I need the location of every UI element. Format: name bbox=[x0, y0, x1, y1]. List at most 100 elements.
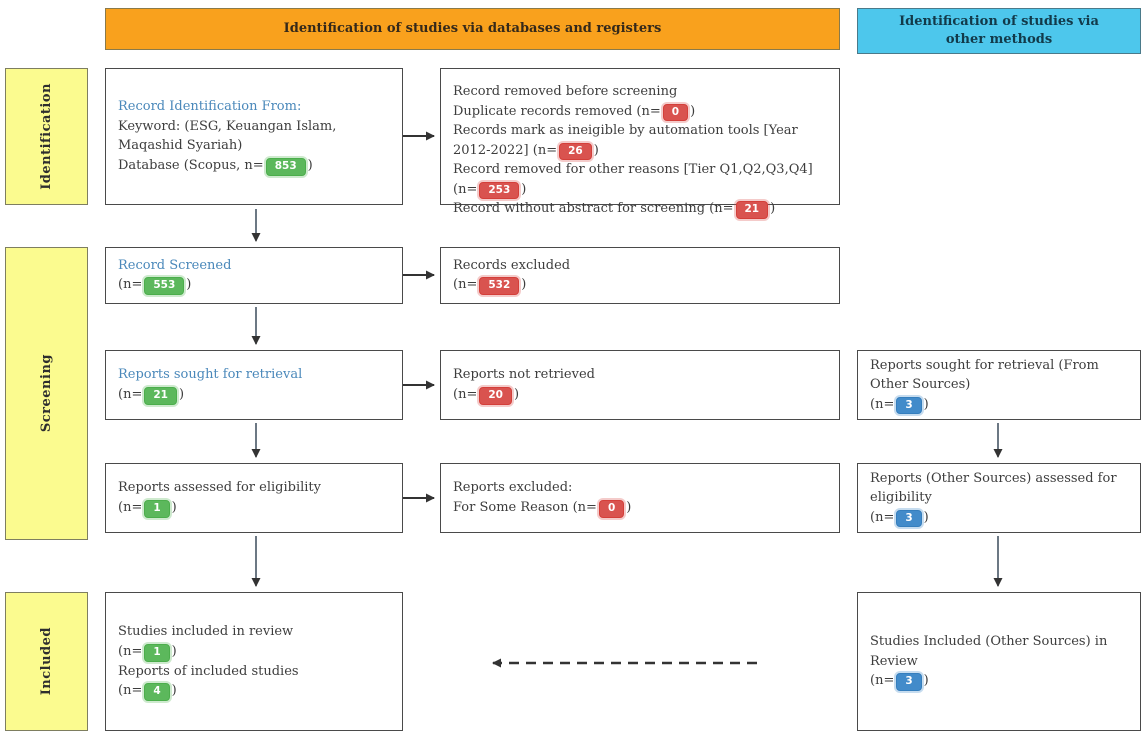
database-line-text: Database (Scopus, n= bbox=[118, 157, 264, 173]
count-badge-green: 4 bbox=[144, 683, 170, 701]
count-line: (n=532) bbox=[453, 275, 827, 296]
count-line-close: ) bbox=[513, 386, 520, 402]
box-title: Record Identification From: bbox=[118, 99, 302, 115]
count-line: (n=3) bbox=[870, 395, 1128, 415]
database-line: Database (Scopus, n=853) bbox=[118, 156, 390, 176]
count-badge-blue: 3 bbox=[896, 396, 922, 415]
count-badge-green: 1 bbox=[144, 499, 170, 518]
box-title: Reports assessed for eligibility bbox=[118, 480, 321, 496]
count-line: (n=4) bbox=[118, 681, 390, 701]
exclusion-item-close: ) bbox=[593, 142, 599, 158]
count-line: (n=3) bbox=[870, 508, 1128, 528]
exclusion-item: Record without abstract for screening (n… bbox=[453, 199, 827, 219]
count-line: (n=3) bbox=[870, 671, 1128, 691]
box-title: Reports (Other Sources) assessed for eli… bbox=[870, 470, 1117, 506]
header-other-methods-label: Identification of studies via other meth… bbox=[899, 14, 1099, 47]
stage-identification-label: Identification bbox=[39, 83, 54, 190]
header-databases-registers: Identification of studies via databases … bbox=[105, 8, 840, 50]
count-badge-green: 1 bbox=[144, 643, 170, 662]
exclusion-item-text: Records mark as ineigible by automation … bbox=[453, 123, 798, 158]
stage-included-label: Included bbox=[39, 627, 54, 696]
box-title: Records excluded bbox=[453, 257, 571, 273]
box-reports-excluded: Reports excluded: For Some Reason (n=0) bbox=[440, 463, 840, 533]
box-studies-included: Studies included in review (n=1) Reports… bbox=[105, 592, 403, 731]
count-line-text: (n= bbox=[870, 673, 895, 689]
keyword-line: Keyword: (ESG, Keuangan Islam, Maqashid … bbox=[118, 118, 337, 154]
box-removed-before-screening: Record removed before screening Duplicat… bbox=[440, 68, 840, 219]
count-line-text: (n= bbox=[870, 396, 895, 412]
box-record-screened: Record Screened (n=553) bbox=[105, 247, 403, 304]
count-badge-red: 253 bbox=[479, 181, 520, 200]
count-line-text: For Some Reason (n= bbox=[453, 499, 597, 515]
count-badge-blue: 3 bbox=[896, 673, 922, 691]
count-line-text: (n= bbox=[118, 277, 143, 293]
header-other-methods: Identification of studies via other meth… bbox=[857, 8, 1141, 54]
box-studies-included-other: Studies Included (Other Sources) in Revi… bbox=[857, 592, 1141, 731]
exclusion-item: Records mark as ineigible by automation … bbox=[453, 121, 827, 161]
box-reports-sought-other: Reports sought for retrieval (From Other… bbox=[857, 350, 1141, 420]
count-line-close: ) bbox=[178, 386, 185, 402]
stage-included: Included bbox=[5, 592, 88, 731]
exclusion-item-text: Record removed for other reasons [Tier Q… bbox=[453, 162, 813, 197]
box-reports-assessed-other: Reports (Other Sources) assessed for eli… bbox=[857, 463, 1141, 533]
count-line: For Some Reason (n=0) bbox=[453, 498, 827, 518]
count-badge-red: 20 bbox=[479, 386, 512, 405]
exclusion-item-close: ) bbox=[770, 201, 776, 217]
count-line-close: ) bbox=[626, 499, 632, 515]
count-line-text: (n= bbox=[118, 643, 143, 659]
box-reports-not-retrieved: Reports not retrieved (n=20) bbox=[440, 350, 840, 420]
studies-line: Studies included in review bbox=[118, 624, 294, 640]
box-reports-sought: Reports sought for retrieval (n=21) bbox=[105, 350, 403, 420]
header-databases-registers-label: Identification of studies via databases … bbox=[283, 21, 662, 37]
box-record-identification: Record Identification From: Keyword: (ES… bbox=[105, 68, 403, 205]
box-title: Reports sought for retrieval (From Other… bbox=[870, 357, 1099, 393]
count-badge-blue: 3 bbox=[896, 509, 922, 528]
count-badge-green: 21 bbox=[144, 386, 177, 405]
box-records-excluded: Records excluded (n=532) bbox=[440, 247, 840, 304]
count-line-text: (n= bbox=[453, 386, 478, 402]
count-line-close: ) bbox=[171, 683, 177, 698]
count-line-text: (n= bbox=[118, 386, 143, 402]
count-line-close: ) bbox=[186, 277, 192, 293]
exclusion-item: Duplicate records removed (n=0) bbox=[453, 102, 827, 122]
count-line-close: ) bbox=[171, 499, 177, 515]
exclusion-item-text: Duplicate records removed (n= bbox=[453, 103, 661, 119]
reports-line: Reports of included studies bbox=[118, 663, 299, 679]
count-line-close: ) bbox=[923, 673, 929, 689]
count-line: (n=21) bbox=[118, 385, 390, 405]
count-line-close: ) bbox=[923, 396, 929, 412]
count-line-close: ) bbox=[521, 277, 527, 293]
count-line: (n=1) bbox=[118, 498, 390, 518]
count-badge-red: 0 bbox=[662, 103, 689, 122]
count-line-text: (n= bbox=[453, 277, 478, 293]
count-line: (n=20) bbox=[453, 385, 827, 405]
count-line-text: (n= bbox=[118, 499, 143, 515]
box-title: Reports not retrieved bbox=[453, 367, 595, 383]
count-line-close: ) bbox=[923, 509, 929, 525]
box-title: Record Screened bbox=[118, 257, 232, 273]
box-title: Reports excluded: bbox=[453, 480, 573, 496]
box-title: Record removed before screening bbox=[453, 84, 678, 99]
exclusion-item-close: ) bbox=[521, 181, 527, 197]
count-badge-green: 853 bbox=[265, 157, 306, 176]
count-line-close: ) bbox=[171, 643, 177, 659]
count-line: (n=1) bbox=[118, 642, 390, 662]
count-line-text: (n= bbox=[870, 509, 895, 525]
box-reports-assessed: Reports assessed for eligibility (n=1) bbox=[105, 463, 403, 533]
count-badge-red: 21 bbox=[735, 201, 769, 219]
stage-identification: Identification bbox=[5, 68, 88, 205]
exclusion-item-text: Record without abstract for screening (n… bbox=[453, 201, 734, 217]
box-title: Reports sought for retrieval bbox=[118, 367, 303, 383]
box-title: Studies Included (Other Sources) in Revi… bbox=[870, 634, 1108, 669]
database-line-close: ) bbox=[307, 157, 313, 173]
count-badge-green: 553 bbox=[144, 277, 185, 296]
count-badge-red: 532 bbox=[479, 277, 520, 296]
stage-screening-label: Screening bbox=[39, 354, 54, 433]
exclusion-item-close: ) bbox=[690, 103, 696, 119]
exclusion-item: Record removed for other reasons [Tier Q… bbox=[453, 160, 827, 200]
count-line-text: (n= bbox=[118, 683, 143, 698]
count-line: (n=553) bbox=[118, 275, 390, 296]
count-badge-red: 26 bbox=[559, 142, 592, 161]
count-badge-red: 0 bbox=[598, 499, 625, 518]
